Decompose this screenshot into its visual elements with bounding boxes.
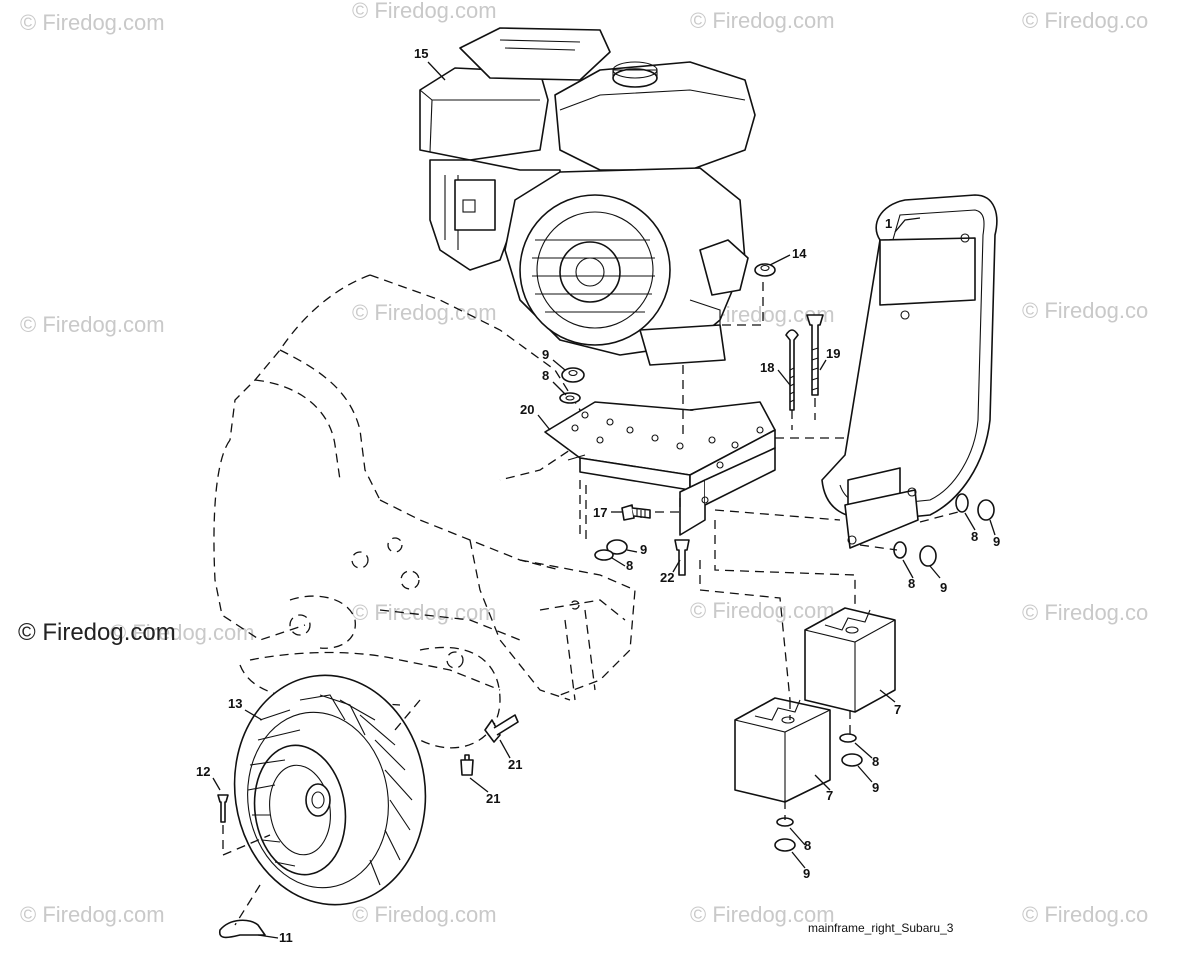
- watermark: © Firedog.com: [110, 620, 255, 645]
- watermark: © Firedog.co: [1022, 8, 1148, 33]
- callout-15: 15: [414, 46, 428, 61]
- weight-blocks: [734, 607, 896, 803]
- watermark: © Firedog.com: [690, 902, 835, 927]
- callout-9: 9: [803, 866, 810, 881]
- callout-8: 8: [872, 754, 879, 769]
- callout-labels: 15 1 14 19 18 9 8 20 17 9 8 22 8 9 8 9 7…: [196, 46, 1000, 945]
- callout-8: 8: [626, 558, 633, 573]
- callout-8: 8: [908, 576, 915, 591]
- watermark: © Firedog.co: [1022, 298, 1148, 323]
- watermark: © Firedog.com: [20, 902, 165, 927]
- callout-11: 11: [279, 930, 293, 945]
- callout-9: 9: [940, 580, 947, 595]
- callout-20: 20: [520, 402, 534, 417]
- callout-9: 9: [542, 347, 549, 362]
- engine-mount-plate: [544, 401, 776, 536]
- front-bumper-handle: [821, 194, 998, 549]
- callout-12: 12: [196, 764, 210, 779]
- watermark: © Firedog.co: [1022, 600, 1148, 625]
- callout-9: 9: [872, 780, 879, 795]
- callout-9: 9: [640, 542, 647, 557]
- callout-1: 1: [885, 216, 892, 231]
- callout-7: 7: [894, 702, 901, 717]
- callout-13: 13: [228, 696, 242, 711]
- watermark: © Firedog.com: [352, 0, 497, 23]
- watermark: © Firedog.co: [1022, 902, 1148, 927]
- callout-8: 8: [542, 368, 549, 383]
- watermark: © Firedog.com: [20, 312, 165, 337]
- callout-8: 8: [971, 529, 978, 544]
- watermark: © Firedog.com: [690, 8, 835, 33]
- callout-22: 22: [660, 570, 674, 585]
- watermark: © Firedog.com: [690, 598, 835, 623]
- callout-8: 8: [804, 838, 811, 853]
- watermark: © Firedog.com: [352, 300, 497, 325]
- watermark: © Firedog.com: [20, 10, 165, 35]
- callout-17: 17: [593, 505, 607, 520]
- watermark: © Firedog.com: [352, 600, 497, 625]
- callout-leaders: [212, 61, 996, 939]
- fasteners: [217, 263, 995, 939]
- callout-19: 19: [826, 346, 840, 361]
- engine-assembly: [419, 27, 756, 366]
- callout-21: 21: [508, 757, 522, 772]
- tiller-transmission-dashed: [213, 274, 636, 749]
- callout-18: 18: [760, 360, 774, 375]
- primary-watermark: © Firedog.com: [18, 619, 176, 646]
- callout-21: 21: [486, 791, 500, 806]
- callout-14: 14: [792, 246, 807, 261]
- watermark: © Firedog.com: [352, 902, 497, 927]
- diagram-caption: mainframe_right_Subaru_3: [808, 921, 954, 935]
- callout-9: 9: [993, 534, 1000, 549]
- watermark-layer: © Firedog.com © Firedog.com © Firedog.co…: [20, 0, 1148, 927]
- callout-7: 7: [826, 788, 833, 803]
- assembly-lines: [222, 282, 959, 926]
- wheel-assembly: [233, 674, 427, 906]
